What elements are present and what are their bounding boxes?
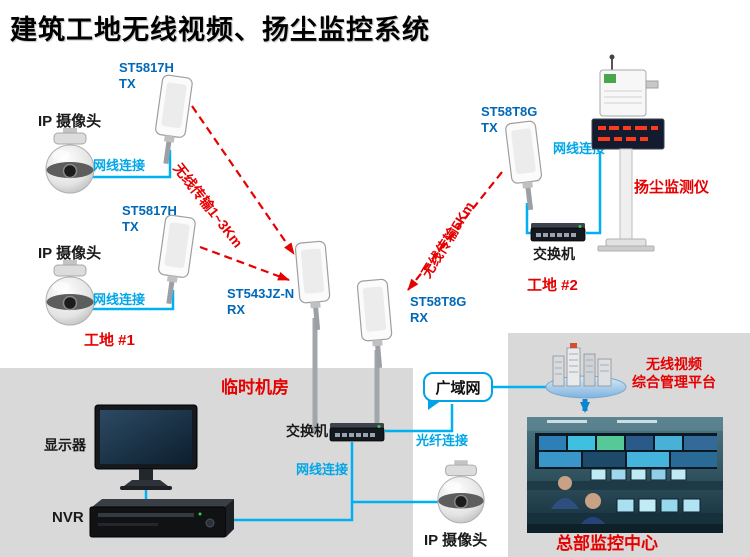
wireless-bridge-rx2-icon [356, 278, 396, 370]
tx1-model: ST5817H [119, 60, 174, 75]
monitor-icon [94, 404, 198, 491]
rx1-port: RX [227, 302, 246, 318]
ip-camera3-label: IP 摄像头 [424, 532, 488, 549]
machine-room-label: 临时机房 [221, 378, 289, 397]
wireless-link2-label: 无线传输5Km [418, 198, 478, 281]
wan-label: 广域网 [435, 379, 481, 397]
fiber-link-label: 光纤连接 [416, 433, 469, 448]
monitor-label: 显示器 [44, 437, 86, 453]
txr-port: TX [481, 120, 498, 136]
platform-label-line2: 综合管理平台 [632, 373, 716, 390]
switch-center-icon [329, 422, 385, 442]
platform-label: 无线视频 综合管理平台 [632, 356, 716, 391]
rx1-model-label: ST543JZ-N RX [227, 286, 294, 319]
lan-link-bottom-label: 网线连接 [296, 462, 349, 477]
tx2-model-label: ST5817H TX [122, 203, 177, 236]
tx1-model-label: ST5817H TX [119, 60, 174, 93]
dome-camera2-icon [45, 260, 95, 326]
lan-link1-label: 网线连接 [93, 158, 146, 173]
wireless-bridge-rx1-icon [294, 240, 334, 332]
tx2-port: TX [122, 219, 139, 235]
wireless-bridge-txr-icon [504, 120, 547, 213]
rx1-model: ST543JZ-N [227, 286, 295, 301]
nvr-icon [89, 498, 235, 538]
lan-link2-label: 网线连接 [93, 292, 146, 307]
headquarters-label: 总部监控中心 [556, 534, 658, 553]
ip-camera2-label: IP 摄像头 [38, 245, 102, 262]
site1-label: 工地 #1 [84, 332, 135, 349]
rx2-port: RX [410, 310, 429, 326]
page-title: 建筑工地无线视频、扬尘监控系统 [10, 15, 430, 45]
tx1-port: TX [119, 76, 136, 92]
dust-monitor-label: 扬尘监测仪 [634, 179, 710, 196]
dome-camera1-icon [45, 128, 95, 194]
txr-model-label: ST58T8G TX [481, 104, 537, 137]
tx2-model: ST5817H [122, 203, 177, 218]
wireless-bridge-tx2-icon [153, 213, 197, 307]
wireless-bridge-tx1-icon [150, 73, 194, 167]
switch2-label: 交换机 [533, 246, 575, 262]
nvr-label: NVR [52, 509, 84, 526]
switch-center-label: 交换机 [286, 423, 328, 439]
dome-camera3-icon [437, 460, 485, 524]
dust-monitor-station-icon [591, 53, 665, 252]
rx2-model-label: ST58T8G RX [410, 294, 466, 327]
site2-label: 工地 #2 [527, 277, 578, 294]
platform-label-line1: 无线视频 [646, 356, 702, 372]
control-room-photo [527, 417, 723, 533]
rx2-model: ST58T8G [410, 294, 467, 309]
wan-callout: 广域网 [423, 372, 493, 410]
switch2-icon [530, 222, 586, 242]
management-platform-icon [545, 342, 627, 399]
wireless-links [191, 105, 503, 291]
ip-camera1-label: IP 摄像头 [38, 113, 102, 130]
txr-model: ST58T8G [481, 104, 538, 119]
